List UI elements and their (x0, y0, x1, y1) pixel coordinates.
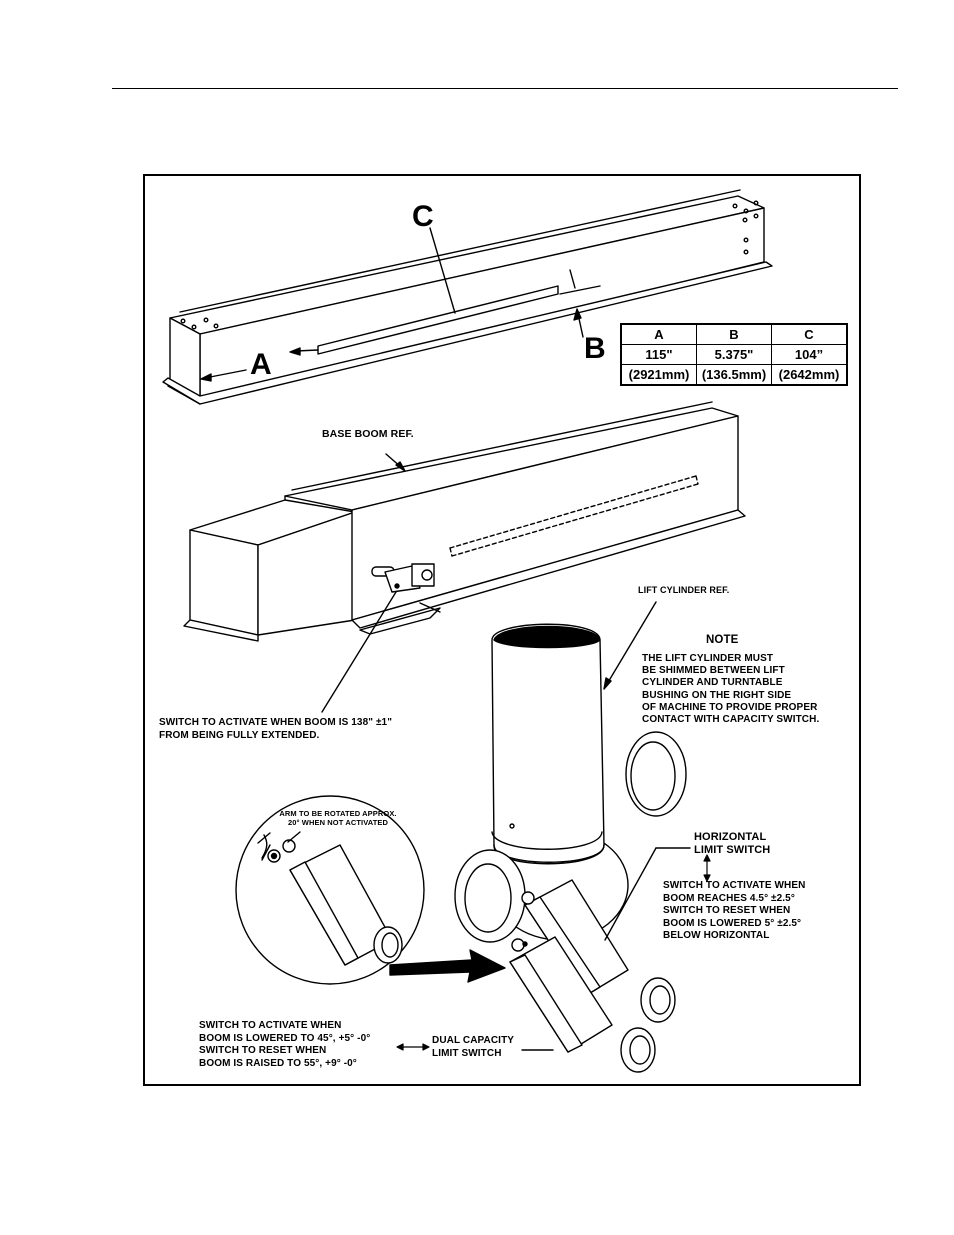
detail-view (235, 795, 425, 985)
callout-b: B (584, 332, 606, 365)
dim-inch-a: 115" (620, 344, 697, 365)
note-title: NOTE (706, 634, 739, 646)
horizontal-limit-switch-label: HORIZONTAL LIMIT SWITCH (694, 831, 771, 856)
figure-frame (143, 174, 861, 1086)
arm-rotation-label: ARM TO BE ROTATED APPROX. 20° WHEN NOT A… (279, 809, 397, 827)
horizontal-arrow (703, 854, 711, 882)
base-boom-section (183, 401, 746, 713)
top-boom-section (162, 189, 773, 405)
capacity-arrow (396, 1043, 430, 1051)
callout-c: C (412, 200, 434, 233)
horizontal-switch-spec: SWITCH TO ACTIVATE WHEN BOOM REACHES 4.5… (663, 880, 806, 942)
boom-extension-switch (371, 563, 435, 593)
dimension-table: A B C 115" 5.375" 104” (2921mm) (136.5mm… (620, 323, 848, 386)
dim-header-b: B (696, 323, 772, 345)
detail-arrow (389, 949, 506, 983)
dual-capacity-limit-switch-body (509, 936, 656, 1073)
dim-mm-a: (2921mm) (620, 364, 697, 386)
dim-inch-b: 5.375" (696, 344, 772, 365)
base-boom-ref-label: BASE BOOM REF. (322, 428, 414, 440)
capacity-switch-spec: SWITCH TO ACTIVATE WHEN BOOM IS LOWERED … (199, 1020, 371, 1069)
dim-header-c: C (771, 323, 848, 345)
callout-a: A (250, 348, 272, 381)
dim-inch-c: 104” (771, 344, 848, 365)
dim-mm-b: (136.5mm) (696, 364, 772, 386)
note-body: THE LIFT CYLINDER MUST BE SHIMMED BETWEE… (642, 653, 820, 726)
lift-cylinder-assembly (454, 601, 691, 1073)
dual-capacity-limit-switch-label: DUAL CAPACITY LIMIT SWITCH (432, 1035, 515, 1059)
boom-switch-label: SWITCH TO ACTIVATE WHEN BOOM IS 138" ±1"… (159, 717, 393, 741)
header-rule (112, 88, 898, 89)
dim-header-a: A (620, 323, 697, 345)
dim-mm-c: (2642mm) (771, 364, 848, 386)
lift-cylinder-ref-label: LIFT CYLINDER REF. (638, 585, 730, 595)
